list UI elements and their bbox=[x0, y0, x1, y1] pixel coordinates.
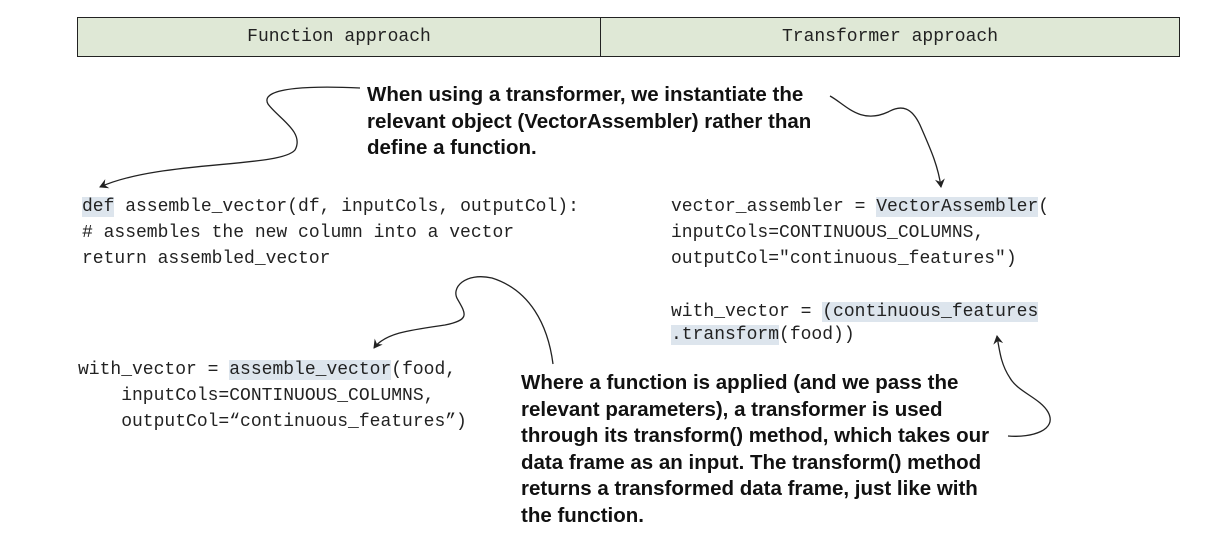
code-line: inputCols=CONTINUOUS_COLUMNS, bbox=[78, 386, 435, 406]
vector-assembler-class: VectorAssembler bbox=[876, 197, 1039, 217]
bottom-annotation-line: through its transform() method, which ta… bbox=[521, 424, 990, 447]
code-line: outputCol=“continuous_features”) bbox=[78, 412, 467, 432]
arrow-to-vector-assembler bbox=[829, 95, 945, 188]
bottom-annotation-line: Where a function is applied (and we pass… bbox=[521, 371, 959, 394]
top-annotation: When using a transformer, we instantiate… bbox=[367, 82, 811, 162]
bottom-annotation: Where a function is applied (and we pass… bbox=[521, 370, 989, 529]
code-line: .transform(food)) bbox=[671, 322, 855, 348]
code-line: def assemble_vector(df, inputCols, outpu… bbox=[82, 194, 579, 220]
bottom-annotation-line: the function. bbox=[521, 503, 644, 527]
function-approach-header: Function approach bbox=[77, 17, 601, 57]
def-signature: assemble_vector(df, inputCols, outputCol… bbox=[114, 197, 579, 217]
transform-args: (food)) bbox=[779, 325, 855, 345]
code-line: with_vector = assemble_vector(food, bbox=[78, 357, 456, 383]
code-line: outputCol="continuous_features") bbox=[671, 249, 1017, 269]
bottom-annotation-line: data frame as an input. The transform() … bbox=[521, 450, 982, 474]
code-line: with_vector = (continuous_features bbox=[671, 299, 1039, 325]
code-line: # assembles the new column into a vector bbox=[82, 223, 515, 243]
code-line: vector_assembler = VectorAssembler( bbox=[671, 194, 1049, 220]
arrow-to-def bbox=[99, 86, 361, 189]
transform-method-highlight: .transform bbox=[671, 325, 780, 345]
assign-prefix: with_vector = bbox=[78, 360, 230, 380]
assign-prefix: with_vector = bbox=[671, 302, 823, 322]
assemble-vector-highlight: assemble_vector bbox=[229, 360, 392, 380]
bottom-annotation-line: relevant parameters), a transformer is u… bbox=[521, 397, 943, 421]
top-annotation-line: relevant object (VectorAssembler) rather… bbox=[367, 109, 812, 133]
code-line: inputCols=CONTINUOUS_COLUMNS, bbox=[671, 223, 985, 243]
def-keyword: def bbox=[82, 197, 115, 217]
open-paren: ( bbox=[1038, 197, 1050, 217]
code-line: return assembled_vector bbox=[82, 249, 331, 269]
arrow-to-assemble-vector bbox=[373, 276, 554, 365]
call-args: (food, bbox=[391, 360, 457, 380]
bottom-annotation-line: returns a transformed data frame, just l… bbox=[521, 477, 978, 500]
top-annotation-line: When using a transformer, we instantiate… bbox=[367, 83, 804, 106]
transformer-approach-label: Transformer approach bbox=[781, 27, 999, 47]
top-annotation-line: define a function. bbox=[367, 136, 537, 159]
transformer-approach-header: Transformer approach bbox=[600, 17, 1180, 57]
function-approach-label: Function approach bbox=[247, 27, 431, 47]
assign-prefix: vector_assembler = bbox=[671, 197, 877, 217]
transform-call-highlight: (continuous_features bbox=[822, 302, 1039, 322]
arrow-to-transform bbox=[993, 335, 1051, 437]
